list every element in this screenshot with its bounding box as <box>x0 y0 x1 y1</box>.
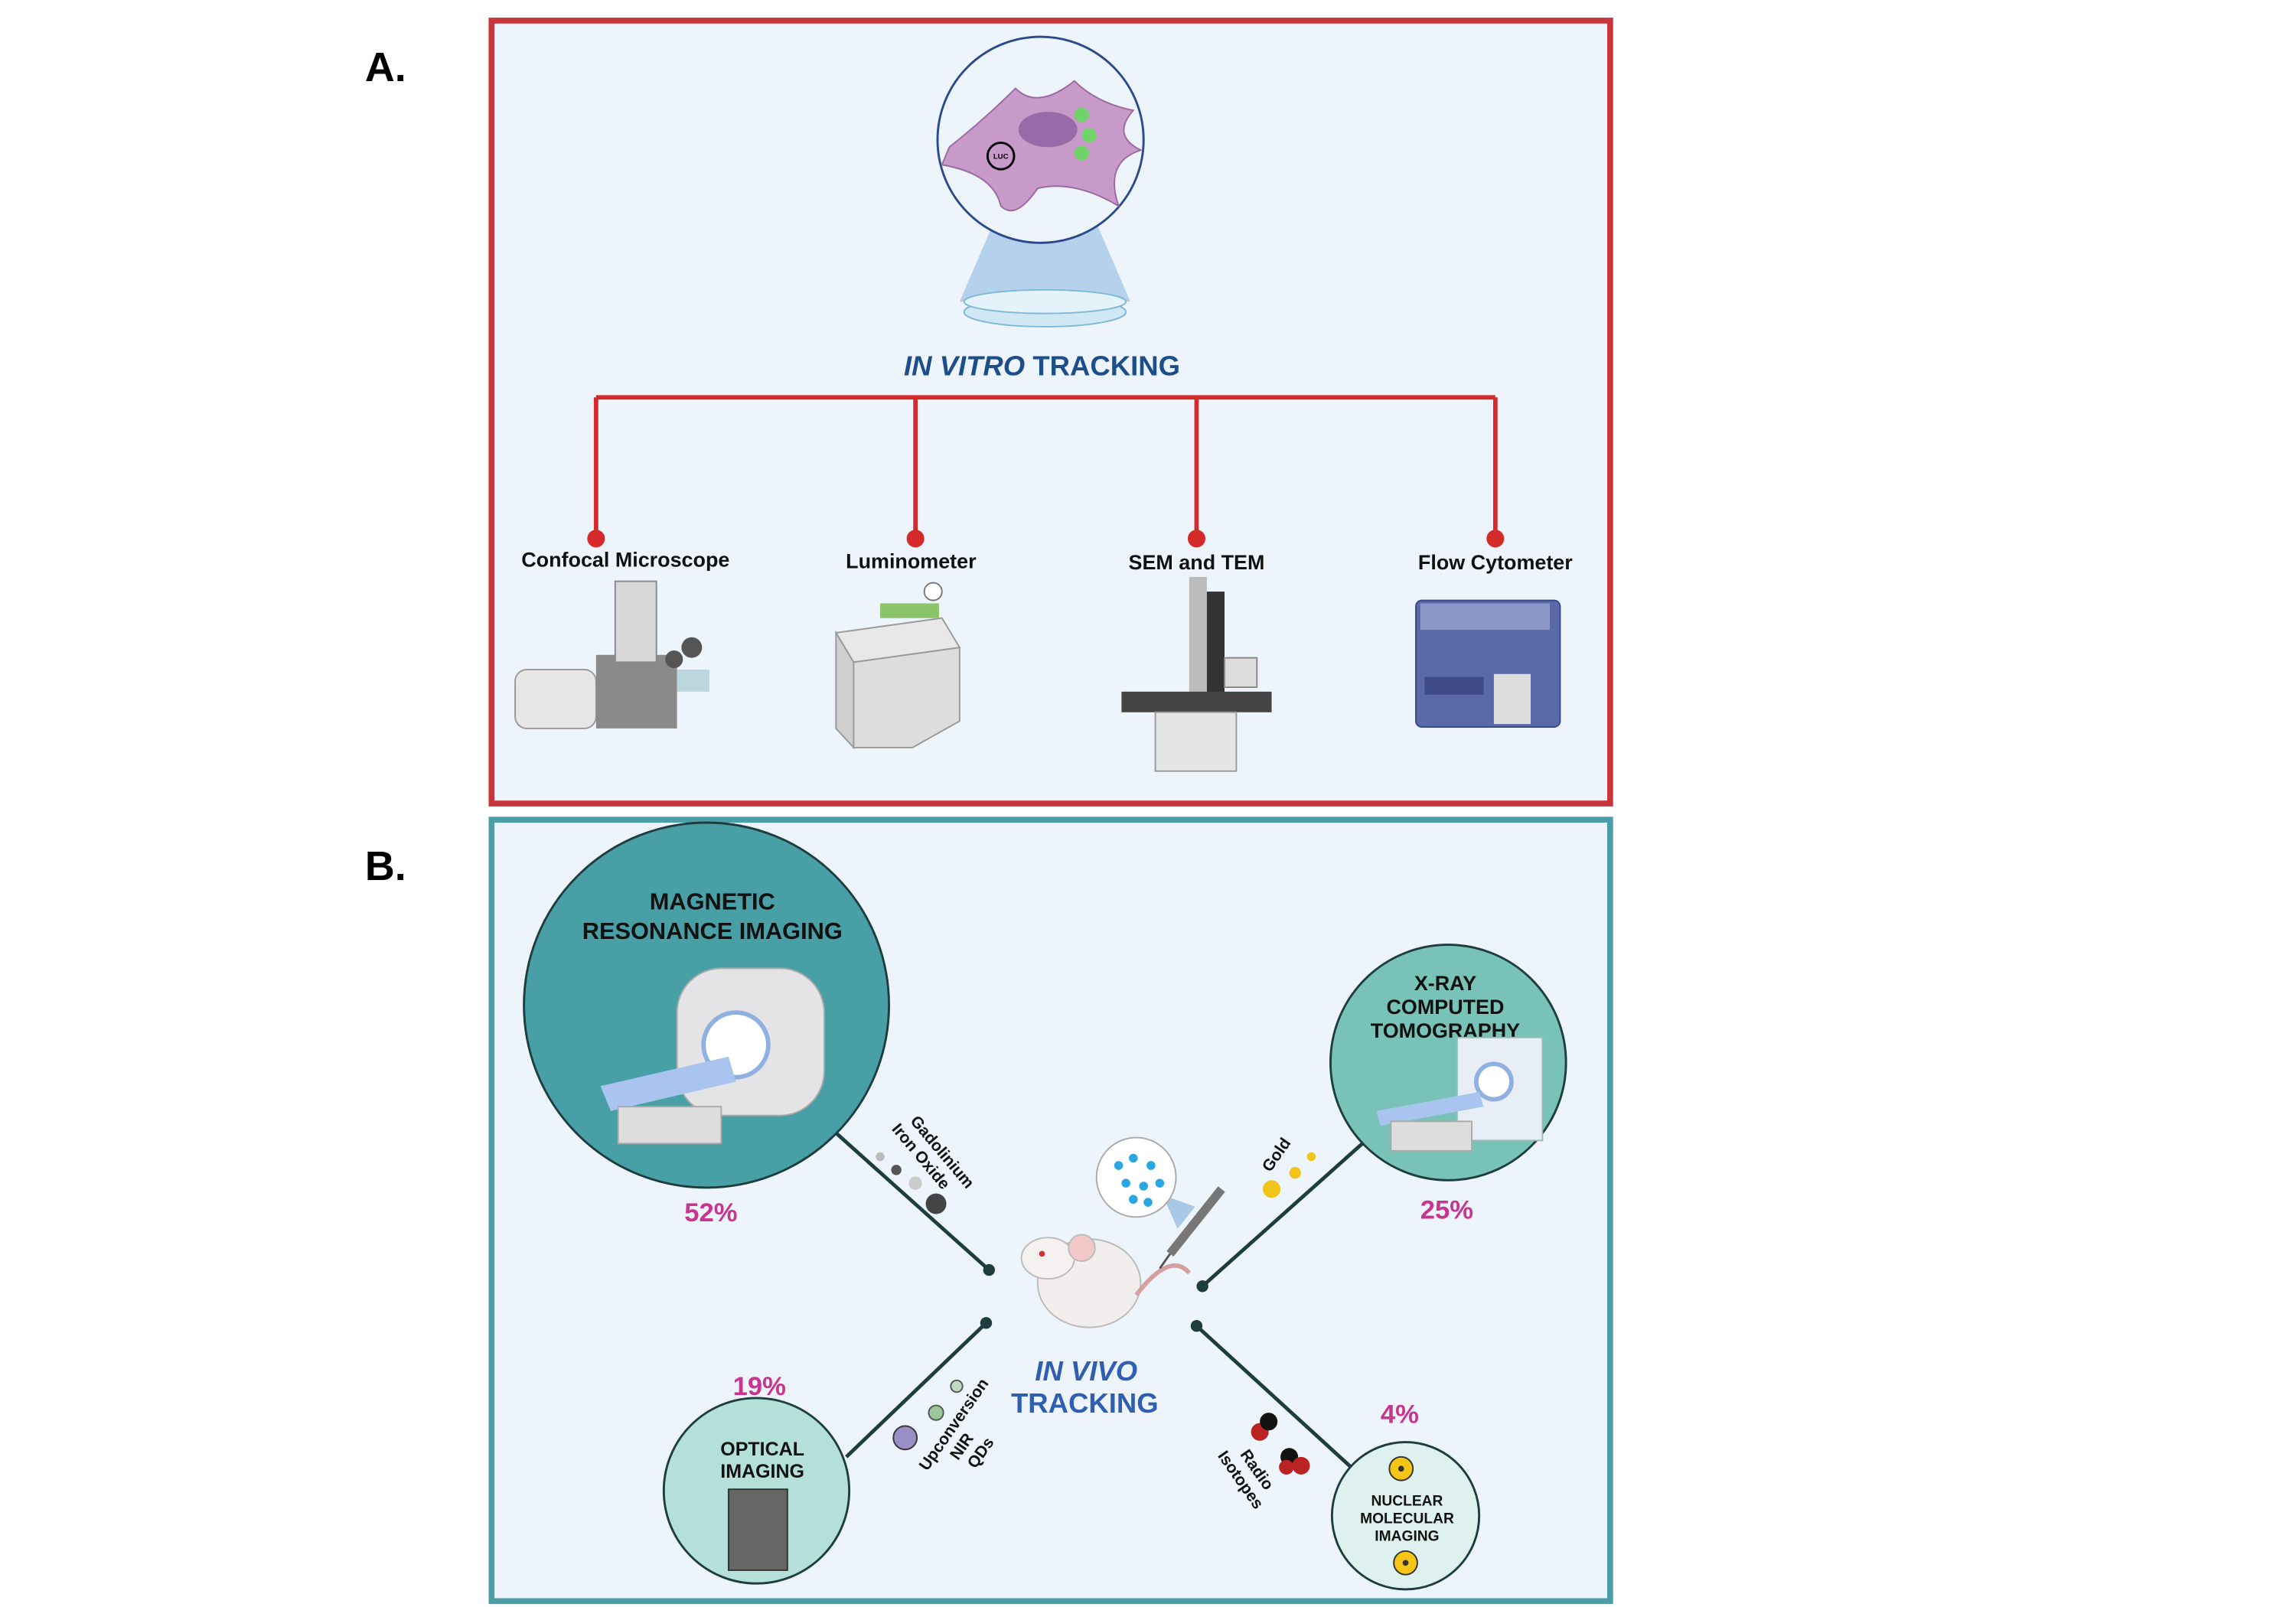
optical-title-line1: OPTICAL <box>720 1439 804 1460</box>
optical-imager-icon <box>727 1488 788 1571</box>
mri-title-line1: MAGNETIC <box>650 888 775 914</box>
cell-illustration: LUC <box>936 35 1145 328</box>
mri-title-line2: RESONANCE IMAGING <box>582 918 843 944</box>
ct-percent: 25% <box>1420 1195 1473 1224</box>
confocal-microscope-icon <box>514 580 709 729</box>
optical-percent: 19% <box>733 1372 786 1401</box>
nuclear-title-line2: MOLECULAR <box>1360 1511 1454 1527</box>
mri-percent: 52% <box>684 1198 737 1227</box>
in-vitro-title: IN VITRO TRACKING <box>904 350 1180 381</box>
method-label-sem-tem: SEM and TEM <box>1129 551 1265 574</box>
panel-a: A. LUC IN VITRO TRACKING Confocal Micros… <box>365 18 1613 807</box>
optical-nanoparticles-icon <box>892 1379 964 1451</box>
panel-b: B. MAGNETIC RESONANCE IMAGING 52% Gadoli… <box>365 817 1613 1605</box>
method-label-flow: Flow Cytometer <box>1418 551 1573 574</box>
ct-title-line1: X-RAY <box>1414 972 1476 995</box>
luminometer-icon <box>834 582 961 750</box>
ct-title-line2: COMPUTED <box>1386 996 1504 1019</box>
panel-b-label: B. <box>365 843 406 889</box>
mouse-illustration <box>1020 1234 1192 1328</box>
method-label-confocal: Confocal Microscope <box>521 548 729 571</box>
method-label-luminometer: Luminometer <box>846 549 977 572</box>
optical-title-line2: IMAGING <box>720 1461 804 1482</box>
panel-a-label: A. <box>365 44 406 90</box>
flow-cytometer-icon <box>1415 599 1561 728</box>
radiation-icon <box>1388 1455 1414 1482</box>
radiation-icon <box>1393 1550 1418 1576</box>
nuclear-title-line1: NUCLEAR <box>1371 1493 1443 1509</box>
gold-nanoparticles-icon <box>1263 1152 1316 1198</box>
in-vivo-title-line1: IN VIVO <box>1035 1355 1137 1387</box>
mri-scanner-icon <box>600 967 825 1145</box>
in-vivo-title-line2: TRACKING <box>1011 1387 1159 1419</box>
mri-nanoparticles-icon <box>876 1152 947 1214</box>
mri-node: MAGNETIC RESONANCE IMAGING 52% Gadoliniu… <box>523 821 977 1227</box>
ct-scanner-icon <box>1376 1036 1544 1152</box>
electron-microscope-icon <box>1121 576 1272 772</box>
nuclear-percent: 4% <box>1381 1400 1419 1429</box>
luc-label: LUC <box>993 153 1009 161</box>
syringe-icon <box>1159 1186 1225 1270</box>
nuclear-title-line3: IMAGING <box>1375 1528 1439 1544</box>
nanoparticle-bubble-icon <box>1095 1136 1195 1229</box>
radioisotope-particles-icon <box>1251 1413 1310 1475</box>
method-tree <box>593 395 1498 537</box>
